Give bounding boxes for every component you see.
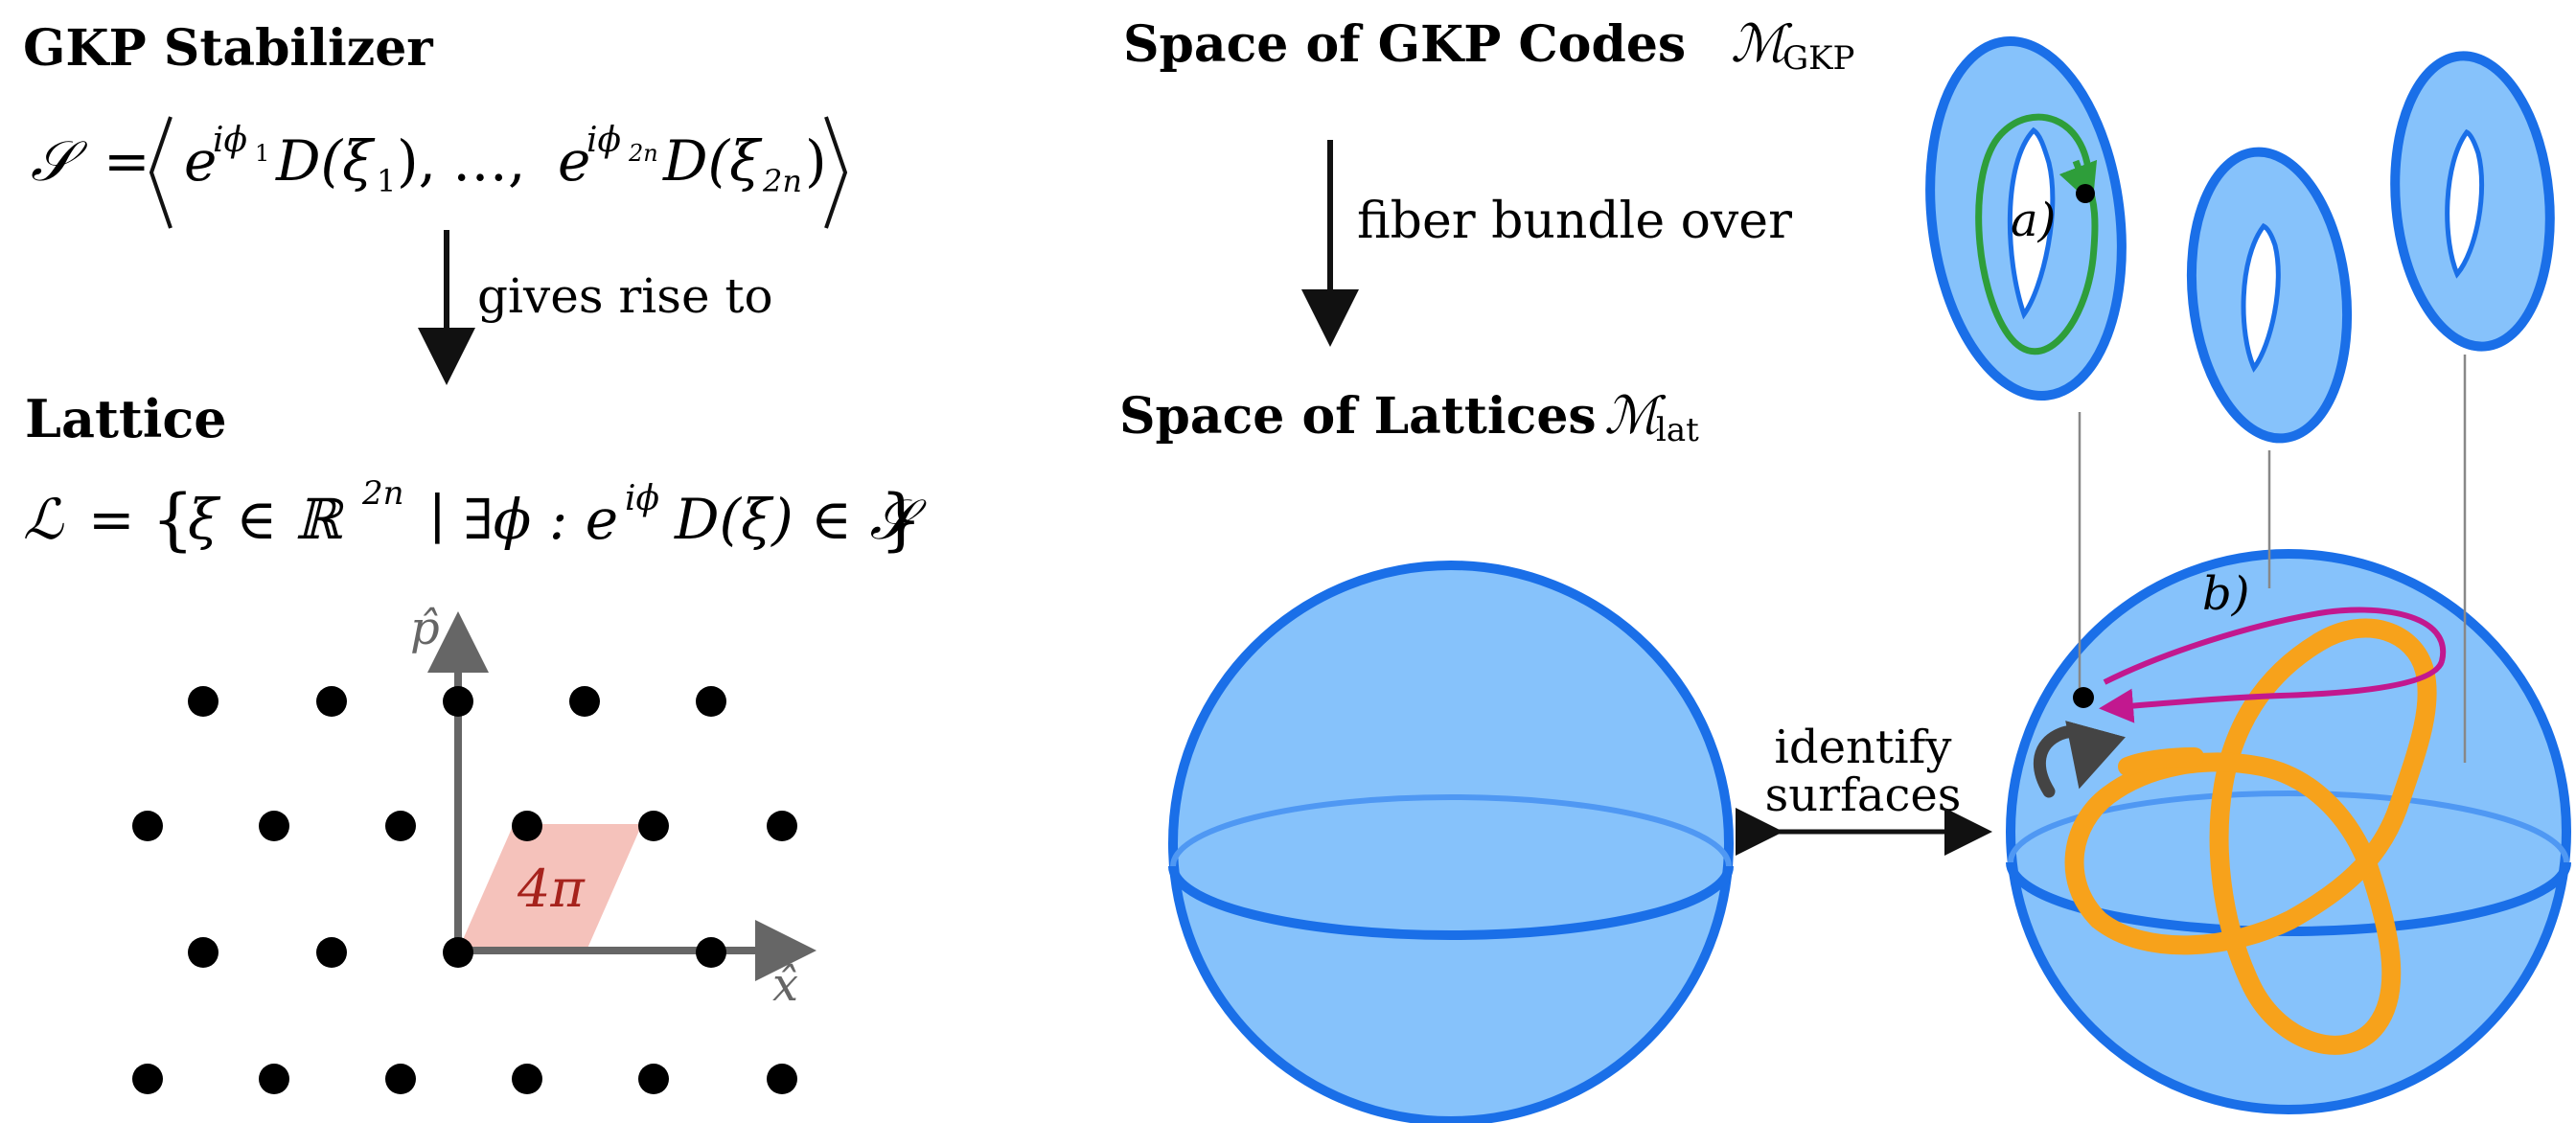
stabilizer-phase1: iϕ — [213, 121, 247, 160]
lattice-point — [316, 686, 347, 717]
lattice-space-sub: lat — [1656, 411, 1699, 449]
lattice-space-title: Space of Lattices ℳ lat — [1119, 385, 1699, 449]
stabilizer-D1-close: ), — [397, 128, 436, 194]
lattice-eq: = — [88, 487, 135, 552]
lattice-pow: 2n — [361, 474, 404, 513]
lattice-point — [132, 1064, 163, 1094]
lattice-formula: ℒ = { ξ ∈ ℝ 2n ∣ ∃ϕ : e iϕ D(ξ) ∈ 𝒮 } — [23, 474, 928, 559]
lattice-L: ℒ — [23, 487, 64, 552]
lattice-point — [259, 1064, 289, 1094]
base-point — [2073, 687, 2094, 708]
lattice-space-sphere — [1168, 561, 1734, 1123]
unit-cell — [458, 824, 642, 951]
green-loop — [1975, 113, 2099, 355]
torus-hole — [2007, 126, 2056, 320]
lattice-phase: iϕ — [625, 479, 659, 518]
gkp-space-title: Space of GKP Codes ℳ GKP — [1123, 13, 1854, 78]
lattice-point — [767, 811, 797, 841]
stabilizer-dots: …, — [452, 128, 525, 194]
lattice-rest2: D(ξ) ∈ 𝒮 — [674, 487, 928, 552]
lattice-point — [385, 811, 416, 841]
lattice-brace-open: { — [151, 480, 195, 559]
lattice-rest1: ∣ ∃ϕ : e — [429, 487, 618, 552]
lattice-point — [696, 686, 726, 717]
stabilizer-phase1-sub: 1 — [255, 140, 269, 167]
gkp-space-symbol: ℳ — [1731, 13, 1793, 74]
lattice-brace-close: } — [880, 480, 923, 559]
stabilizer-D1-sub: 1 — [377, 163, 396, 199]
lattice-point — [767, 1064, 797, 1094]
stabilizer-S: 𝒮 — [31, 128, 88, 194]
torus-hole — [2241, 222, 2281, 373]
p-axis-label: p̂ — [410, 602, 440, 655]
lattice-points — [132, 686, 797, 1094]
stabilizer-title: GKP Stabilizer — [23, 19, 433, 78]
gkp-space-title-text: Space of GKP Codes — [1123, 15, 1686, 74]
lattice-title: Lattice — [25, 388, 227, 449]
stabilizer-D2: D(ξ — [662, 128, 763, 194]
torus-fiber-middle — [2186, 147, 2353, 444]
lattice-point — [443, 686, 473, 717]
torus-fiber-a: a) — [1925, 36, 2127, 401]
lattice-point — [638, 1064, 669, 1094]
sphere-body — [1168, 561, 1734, 1123]
stabilizer-D1: D(ξ — [275, 128, 376, 194]
stabilizer-phase2-sub: 2n — [628, 140, 658, 167]
local-loop-arrow — [2034, 721, 2126, 798]
stabilizer-formula: 𝒮 = e iϕ 1 D(ξ 1 ), …, e iϕ 2n D(ξ 2n ) — [31, 116, 848, 229]
lattice-point — [316, 937, 347, 968]
sphere-equator-front — [1168, 865, 1734, 940]
torus-fiber-right — [2390, 51, 2555, 352]
lattice-point — [385, 1064, 416, 1094]
stabilizer-e1: e — [184, 128, 217, 194]
lattice-point — [696, 937, 726, 968]
lattice-xi-in: ξ ∈ ℝ — [188, 487, 345, 552]
lattice-point — [132, 811, 163, 841]
x-axis-label: x̂ — [772, 958, 798, 1012]
label-a: a) — [2011, 194, 2056, 247]
identify-label-line1: identify — [1775, 721, 1952, 774]
stabilizer-D2-close: ) — [805, 128, 827, 194]
lattice-space-symbol: ℳ — [1604, 385, 1667, 446]
gives-rise-label: gives rise to — [477, 268, 773, 324]
sphere-equator-back — [1170, 794, 1732, 867]
stabilizer-eq: = — [104, 128, 150, 194]
lattice-point — [638, 811, 669, 841]
lattice-plot: 4π p̂ x̂ — [132, 602, 816, 1094]
left-angle-bracket — [149, 116, 172, 229]
lattice-point — [188, 937, 218, 968]
stabilizer-D2-sub: 2n — [762, 163, 802, 199]
green-loop-arrowhead — [2058, 159, 2098, 205]
gkp-space-sub: GKP — [1782, 39, 1854, 78]
unit-cell-label: 4π — [517, 859, 586, 919]
sphere-equator-back — [2008, 791, 2569, 863]
stabilizer-phase2: iϕ — [586, 121, 621, 160]
stabilizer-e2: e — [558, 128, 590, 194]
identify-label-line2: surfaces — [1765, 768, 1962, 822]
lattice-point — [443, 937, 473, 968]
lattice-point — [512, 811, 542, 841]
lattice-point — [259, 811, 289, 841]
fiber-point — [2076, 184, 2095, 203]
right-angle-bracket — [824, 116, 848, 229]
trefoil-knot — [2064, 618, 2437, 1055]
lattice-point — [569, 686, 600, 717]
lattice-point — [188, 686, 218, 717]
gkp-code-sphere: b) — [2006, 355, 2571, 1114]
lattice-space-title-text: Space of Lattices — [1119, 387, 1597, 446]
fiber-bundle-label: fiber bundle over — [1357, 193, 1792, 250]
magenta-path — [2104, 607, 2447, 707]
lattice-point — [512, 1064, 542, 1094]
torus-hole — [2445, 128, 2485, 279]
label-b: b) — [2202, 567, 2249, 621]
